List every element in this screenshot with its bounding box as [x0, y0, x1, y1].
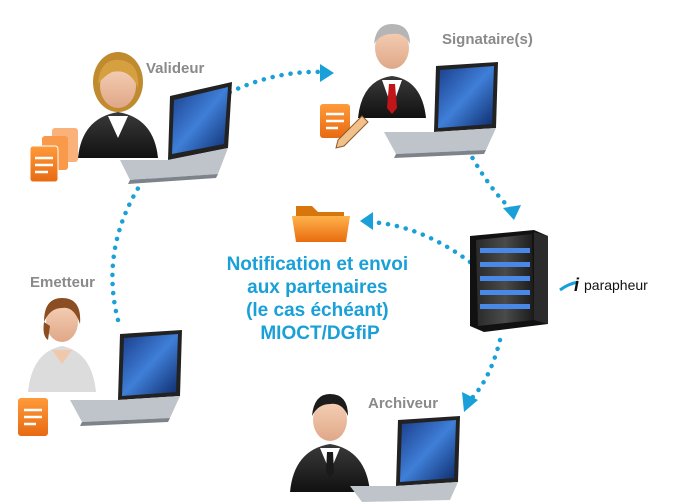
arrow-signer-to-server: [465, 147, 515, 213]
server-icon: [470, 230, 548, 332]
arrow-sender-to-validator: [110, 182, 143, 323]
arrow-server-to-archiver: [467, 337, 503, 403]
sender-laptop: [70, 330, 182, 426]
arrowhead-down: [503, 205, 521, 220]
signer-person: [358, 24, 426, 118]
signer-document-icon: [320, 104, 369, 149]
sender-document-icon: [18, 398, 48, 436]
validator-label: Valideur: [146, 60, 205, 77]
iparapheur-logo: i parapheur: [559, 275, 648, 295]
archiver-label: Archiveur: [368, 395, 438, 412]
notification-line-1: Notification et envoi: [227, 254, 409, 275]
folder-icon: [292, 206, 350, 242]
archiver-person: [290, 394, 370, 492]
brand-prefix: i: [574, 275, 580, 295]
validator-laptop: [120, 82, 232, 184]
arrowhead-down-left: [462, 392, 478, 412]
sender-person: [28, 298, 96, 392]
brand-name: parapheur: [584, 277, 648, 293]
notification-line-3: (le cas échéant): [246, 300, 389, 321]
arrow-server-to-folder: [367, 219, 473, 265]
sender-label: Emetteur: [30, 274, 95, 291]
notification-line-4: MIOCT/DGfiP: [260, 323, 380, 344]
archiver-laptop: [350, 416, 460, 502]
arrowhead-left: [360, 212, 373, 230]
arrowhead-right: [320, 64, 334, 82]
notification-text: Notification et envoi aux partenaires (l…: [227, 254, 414, 344]
notification-line-2: aux partenaires: [247, 277, 387, 298]
validator-documents: [29, 128, 78, 183]
signer-laptop: [384, 62, 498, 158]
signer-label: Signataire(s): [442, 31, 533, 48]
validator-person: [78, 52, 158, 158]
